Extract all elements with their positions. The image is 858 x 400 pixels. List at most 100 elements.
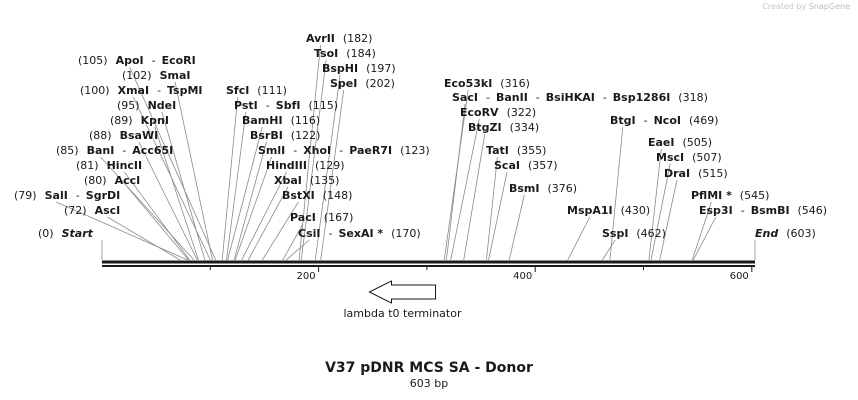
cut-site-leader — [107, 216, 181, 261]
enzyme-name[interactable]: SbfI — [276, 99, 301, 112]
label-separator: - — [486, 91, 490, 104]
enzyme-name[interactable]: NdeI — [148, 99, 177, 112]
enzyme-name[interactable]: HindIII — [266, 159, 307, 172]
enzyme-name[interactable]: SmlI — [258, 144, 285, 157]
enzyme-name[interactable]: BanII — [496, 91, 528, 104]
enzyme-name[interactable]: XbaI — [274, 174, 302, 187]
enzyme-name[interactable]: SacI — [452, 91, 478, 104]
enzyme-name[interactable]: BtgI — [610, 114, 636, 127]
site-position: (546) — [798, 204, 828, 217]
enzyme-name[interactable]: AccI — [115, 174, 141, 187]
enzyme-name[interactable]: BsaWI — [120, 129, 159, 142]
cut-site-leader — [285, 239, 310, 261]
site-position: (79) — [14, 189, 37, 202]
cut-site-leader — [56, 201, 188, 261]
enzyme-name[interactable]: TsoI — [314, 47, 338, 60]
cut-site-leader — [247, 186, 289, 261]
feature-lambda-t0-terminator[interactable]: lambda t0 terminator — [344, 280, 462, 320]
site-position: (357) — [528, 159, 558, 172]
cut-site-leader — [508, 194, 525, 261]
enzyme-name[interactable]: PflMI * — [691, 189, 732, 202]
enzyme-name[interactable]: BamHI — [242, 114, 283, 127]
site-position: (355) — [517, 144, 547, 157]
enzyme-name[interactable]: BsiHKAI — [546, 91, 595, 104]
cut-site-leader — [261, 201, 299, 261]
cut-site-leader — [446, 103, 466, 261]
cut-site-leader — [650, 163, 671, 261]
enzyme-name[interactable]: ScaI — [494, 159, 520, 172]
label-separator: - — [603, 91, 607, 104]
site-position: (545) — [740, 189, 770, 202]
site-position: (111) — [257, 84, 287, 97]
cut-site-leader — [221, 96, 239, 261]
label-separator: - — [339, 144, 343, 157]
map-title: V37 pDNR MCS SA - Donor — [325, 360, 533, 376]
enzyme-name[interactable]: BsmI — [509, 182, 540, 195]
enzyme-name[interactable]: MspA1I — [567, 204, 613, 217]
enzyme-name[interactable]: HincII — [107, 159, 143, 172]
site-position: (322) — [507, 106, 537, 119]
enzyme-name[interactable]: SexAI * — [339, 227, 384, 240]
enzyme-name[interactable]: SmaI — [160, 69, 191, 82]
enzyme-name[interactable]: PacI — [290, 211, 316, 224]
enzyme-name[interactable]: EaeI — [648, 136, 675, 149]
enzyme-name[interactable]: PstI — [234, 99, 258, 112]
enzyme-name[interactable]: Esp3I — [699, 204, 733, 217]
cut-site-leader — [227, 126, 263, 261]
site-position: (469) — [689, 114, 719, 127]
enzyme-name[interactable]: BtgZI — [468, 121, 502, 134]
label-separator: - — [76, 189, 80, 202]
label-separator: - — [122, 144, 126, 157]
site-position: (116) — [291, 114, 321, 127]
enzyme-name[interactable]: XhoI — [303, 144, 331, 157]
enzyme-name[interactable]: BsrBI — [250, 129, 283, 142]
site-position: (105) — [78, 54, 108, 67]
enzyme-name[interactable]: KpnI — [141, 114, 169, 127]
enzyme-name[interactable]: BanI — [87, 144, 115, 157]
label-separator: - — [644, 114, 648, 127]
enzyme-name[interactable]: TatI — [486, 144, 509, 157]
enzyme-name[interactable]: XmaI — [118, 84, 149, 97]
enzyme-name[interactable]: PaeR7I — [349, 144, 392, 157]
dna-backbone — [102, 260, 755, 267]
enzyme-name[interactable]: SalI — [45, 189, 68, 202]
enzyme-name[interactable]: NcoI — [654, 114, 681, 127]
enzyme-name[interactable]: BspHI — [322, 62, 358, 75]
enzyme-name[interactable]: CsiI — [298, 227, 320, 240]
cut-site-leader — [609, 126, 624, 261]
cut-site-leader — [488, 171, 508, 261]
enzyme-name[interactable]: SpeI — [330, 77, 357, 90]
site-position: (100) — [80, 84, 110, 97]
enzyme-name[interactable]: EcoRI — [162, 54, 196, 67]
enzyme-name[interactable]: AscI — [95, 204, 121, 217]
label-separator: - — [329, 227, 333, 240]
enzyme-name[interactable]: TspMI — [167, 84, 203, 97]
label-separator: - — [293, 144, 297, 157]
enzyme-name[interactable]: Bsp1286I — [613, 91, 671, 104]
enzyme-name[interactable]: MscI — [656, 151, 684, 164]
cut-site-leader — [129, 66, 217, 261]
site-position: (202) — [365, 77, 395, 90]
feature-arrow[interactable] — [368, 280, 437, 304]
enzyme-name[interactable]: Acc65I — [132, 144, 173, 157]
cut-site-leader — [601, 239, 616, 261]
site-position: (507) — [692, 151, 722, 164]
enzyme-name[interactable]: DraI — [664, 167, 690, 180]
enzyme-name[interactable]: EcoRV — [460, 106, 499, 119]
sequence-end-label: End — [755, 227, 778, 240]
enzyme-name[interactable]: ApoI — [116, 54, 144, 67]
enzyme-name[interactable]: AvrII — [306, 32, 335, 45]
enzyme-name[interactable]: BsmBI — [751, 204, 790, 217]
cut-site-leader — [486, 156, 498, 261]
site-position: (80) — [84, 174, 107, 187]
enzyme-name[interactable]: SspI — [602, 227, 628, 240]
enzyme-name[interactable]: BstXI — [282, 189, 315, 202]
cut-site-leader — [314, 74, 341, 261]
credit-prefix: Created by — [762, 2, 807, 11]
enzyme-name[interactable]: SfcI — [226, 84, 249, 97]
enzyme-name[interactable]: SgrDI — [86, 189, 120, 202]
site-position: (85) — [56, 144, 79, 157]
cut-site-leader — [154, 126, 199, 261]
enzyme-name[interactable]: Eco53kI — [444, 77, 492, 90]
